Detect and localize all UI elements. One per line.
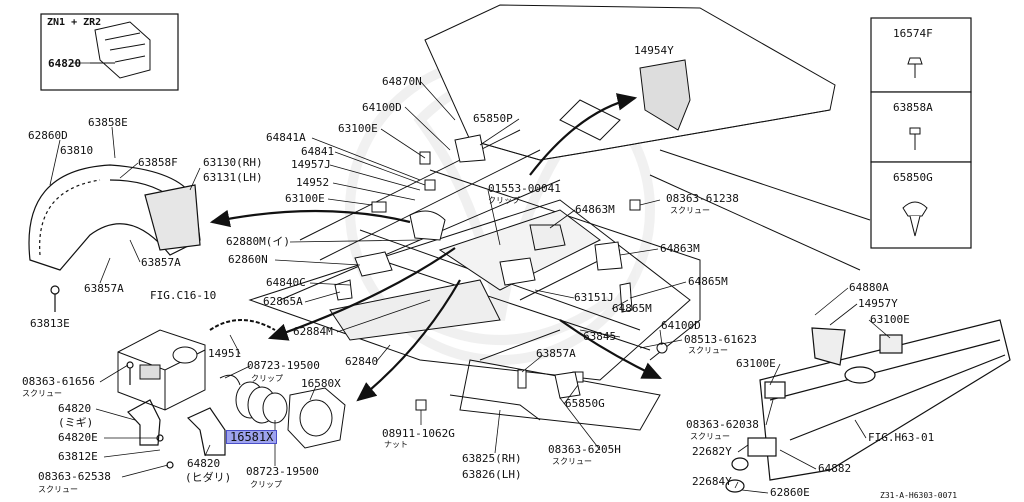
part-label-63858f: 63858F [138,156,178,169]
panel-14954y [639,59,691,131]
side-part-63858a: 63858A [893,101,933,114]
inset-box [40,13,179,91]
part-label-63151j: 63151J [574,291,614,304]
part-label-22684y: 22684Y [692,475,732,488]
side-part-16574f: 16574F [893,27,933,40]
part-label-hidari: (ヒダリ) [185,471,232,484]
part-label-64820e: 64820E [58,431,98,444]
part-label-63100e-mid: 63100E [285,192,325,205]
clip-65850g [902,201,928,237]
side-part-65850g: 65850G [893,171,933,184]
part-label-64863m-1: 64863M [575,203,615,216]
part-label-63858e: 63858E [88,116,128,129]
part-label-63857a-2: 63857A [84,282,124,295]
inset-title: ZN1 + ZR2 [47,17,102,28]
part-label-64820-a: 64820 [58,402,92,415]
fender-liner [28,164,201,312]
part-label-clip-2: クリップ [251,374,283,383]
part-label-screw-3: スクリュー [22,389,62,398]
part-label-64841: 64841 [301,145,335,158]
part-label-clip-1: クリップ [488,196,520,205]
bracket-64820 [126,361,226,469]
bolt-16574f [907,57,923,78]
part-label-screw-5: スクリュー [690,432,730,441]
part-label-08723-bot: 08723-19500 [246,465,319,478]
part-label-62860n: 62860N [228,253,268,266]
part-label-14957y: 14957Y [858,297,898,310]
part-label-screw-1: スクリュー [670,206,710,215]
part-label-08363-6205h: 08363-6205H [548,443,621,456]
part-label-65850p: 65850P [473,112,513,125]
part-label-64882: 64882 [818,462,852,475]
part-label-63857a-3: 63857A [536,347,576,360]
part-label-migi: (ミギ) [58,416,94,429]
part-label-62840: 62840 [345,355,379,368]
part-label-64840c: 64840C [266,276,306,289]
part-label-63813e: 63813E [30,317,70,330]
highlighted-part-16581x[interactable]: 16581X [226,430,278,444]
part-label-clip-3: クリップ [250,480,282,489]
part-label-08363-61656: 08363-61656 [22,375,95,388]
part-label-14951: 14951 [208,347,242,360]
part-label-64100d-top: 64100D [362,101,402,114]
part-label-62884m: 62884M [293,325,333,338]
part-label-63100e-r2: 63100E [736,357,776,370]
part-label-63131: 63131(LH) [203,171,263,184]
part-label-14952: 14952 [296,176,330,189]
part-label-64100d-right: 64100D [661,319,701,332]
part-label-16580x: 16580X [301,377,341,390]
body-structure [248,4,871,431]
part-label-62865a: 62865A [263,295,303,308]
part-label-08363-61238: 08363-61238 [666,192,739,205]
part-label-08723-top: 08723-19500 [247,359,320,372]
part-label-64865m-1: 64865M [688,275,728,288]
part-label-nut: ナット [384,440,408,449]
part-label-64870n: 64870N [382,75,422,88]
part-label-63812e: 63812E [58,450,98,463]
part-label-63857a-1: 63857A [141,256,181,269]
air-cleaner [117,329,206,411]
part-label-08513: 08513-61623 [684,333,757,346]
part-label-62880m: 62880M(イ) [226,235,290,248]
part-label-14954y: 14954Y [634,44,674,57]
small-fasteners [334,134,668,421]
part-label-64880a: 64880A [849,281,889,294]
right-rail [725,319,1011,493]
part-label-65850g-mid: 65850G [565,397,605,410]
part-label-63826: 63826(LH) [462,468,522,481]
leader-lines [49,62,891,494]
part-label-64865m-2: 64865M [612,302,652,315]
part-label-14957j: 14957J [291,158,331,171]
part-label-screw-2: スクリュー [688,346,728,355]
bolt-63858a [909,127,921,150]
side-parts-column [870,17,972,249]
part-label-63130: 63130(RH) [203,156,263,169]
intake-duct [209,319,346,449]
part-label-footer: Z31-A-H6303-0071 [880,491,958,500]
part-label-62860e: 62860E [770,486,810,499]
part-label-64841a: 64841A [266,131,306,144]
part-label-63845: 63845 [583,330,617,343]
part-label-62860d: 62860D [28,129,68,142]
part-label-08363-62538: 08363-62538 [38,470,111,483]
part-label-22682y: 22682Y [692,445,732,458]
part-label-fig-h63: FIG.H63-01 [868,431,935,444]
inset-part-number: 64820 [48,57,82,70]
direction-arrows [209,93,662,402]
part-label-64863m-2: 64863M [660,242,700,255]
part-label-screw-4: スクリュー [38,485,78,494]
part-label-64820-b: 64820 [187,457,221,470]
part-label-63100e-top: 63100E [338,122,378,135]
part-label-63825: 63825(RH) [462,452,522,465]
part-label-fig-c16: FIG.C16-10 [150,289,217,302]
part-label-63100e-right: 63100E [870,313,910,326]
part-label-08363-62038: 08363-62038 [686,418,759,431]
part-label-01553: 01553-00041 [488,182,561,195]
part-label-63810: 63810 [60,144,94,157]
part-label-08911: 08911-1062G [382,427,455,440]
part-label-screw-6: スクリュー [552,457,592,466]
